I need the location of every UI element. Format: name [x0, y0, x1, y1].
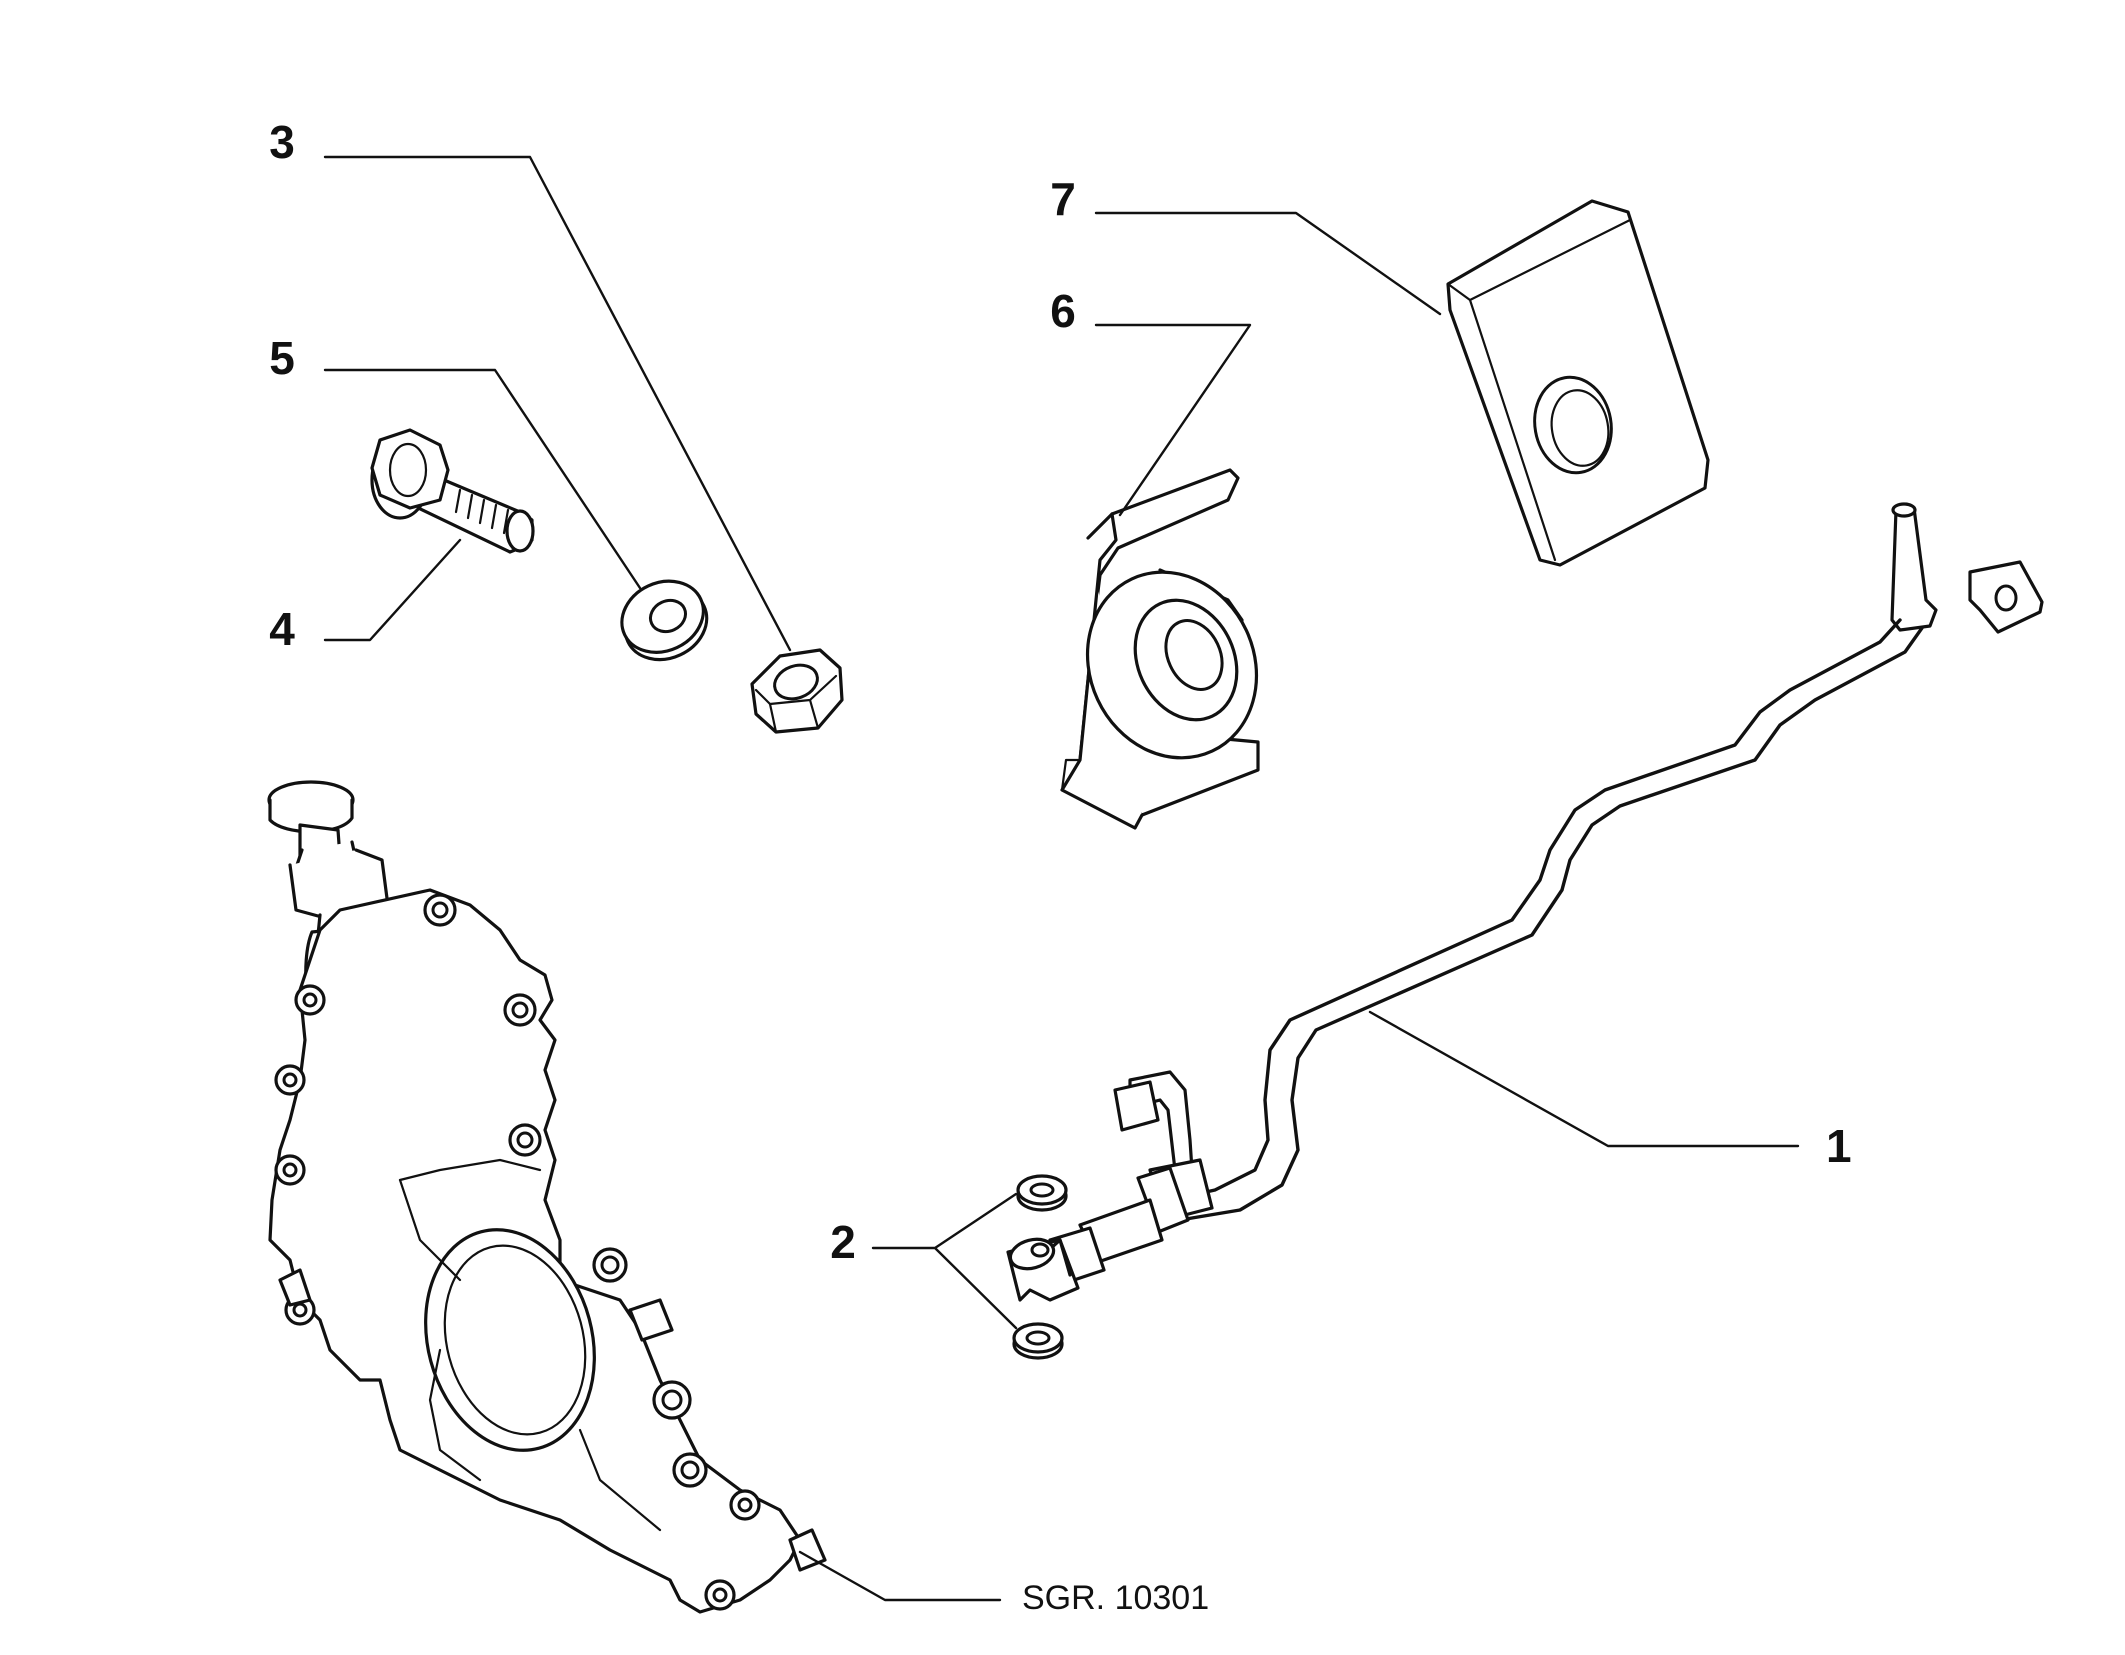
- callout-3: 3: [269, 116, 295, 168]
- leader-line-3: [323, 155, 792, 652]
- leader-line-ref: [798, 1550, 1002, 1602]
- part-5-washer: [620, 579, 709, 662]
- vacuum-pump-housing: [267, 780, 827, 1614]
- callout-7: 7: [1050, 173, 1076, 225]
- part-2-sealing-washers: [1012, 1174, 1068, 1360]
- leader-line-4: [323, 538, 462, 642]
- callout-1: 1: [1826, 1120, 1852, 1172]
- part-3-hex-nut: [750, 648, 844, 734]
- leader-lines: [323, 155, 1800, 1602]
- leader-line-6: [1094, 323, 1252, 517]
- part-7-rubber-pad: [1446, 199, 1710, 567]
- leader-line-2: [871, 1192, 1018, 1330]
- part-6-bracket: [1060, 468, 1260, 830]
- callout-4: 4: [269, 603, 295, 655]
- callout-labels: 1 2 3 4 5 6 7 SGR. 10301: [269, 116, 1851, 1617]
- leader-line-7: [1094, 211, 1442, 316]
- callout-2: 2: [830, 1216, 856, 1268]
- leader-line-5: [323, 368, 642, 590]
- part-4-bolt: [370, 428, 535, 554]
- callout-6: 6: [1050, 285, 1076, 337]
- leader-line-1: [1368, 1010, 1800, 1148]
- reference-label: SGR. 10301: [1022, 1579, 1209, 1617]
- part-1-pipe: [1006, 502, 2044, 1302]
- callout-5: 5: [269, 332, 295, 384]
